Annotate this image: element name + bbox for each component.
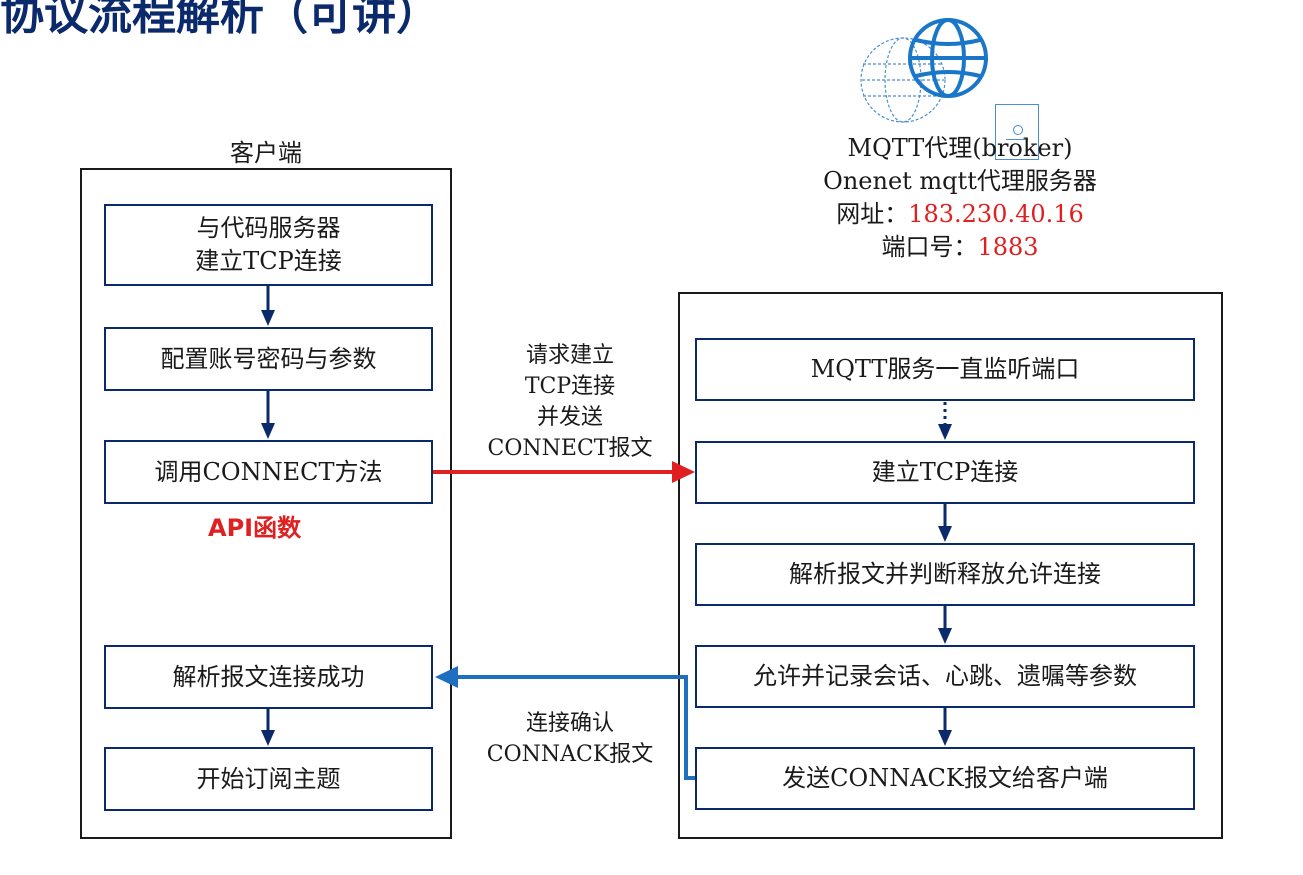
broker-step-label: 解析报文并判断释放允许连接 [789,560,1101,588]
api-function-label: API函数 [208,514,302,542]
broker-step-label: 建立TCP连接 [871,458,1019,486]
broker-step-parse: 解析报文并判断释放允许连接 [695,543,1195,606]
port-label: 端口号： [881,233,978,261]
port-value: 1883 [977,233,1039,261]
connect-request-arrow [433,461,695,483]
request-line: CONNECT报文 [487,436,653,461]
broker-step-label: 允许并记录会话、心跳、遗嘱等参数 [753,662,1137,690]
broker-port: 端口号：1883 [760,231,1160,264]
client-step-label: 开始订阅主题 [196,764,341,793]
client-step-subscribe: 开始订阅主题 [104,747,433,811]
client-step-call-connect: 调用CONNECT方法 [104,440,433,504]
broker-step-send-connack: 发送CONNACK报文给客户端 [695,747,1195,810]
address-value: 183.230.40.16 [908,200,1084,228]
server-icon [995,104,1039,160]
broker-server-name: Onenet mqtt代理服务器 [823,167,1097,195]
address-label: 网址： [836,200,909,228]
ack-line: CONNACK报文 [486,742,654,767]
client-step-label: 配置账号密码与参数 [160,344,377,373]
broker-step-label: 发送CONNACK报文给客户端 [782,764,1108,792]
broker-step-tcp: 建立TCP连接 [695,441,1195,504]
client-caption: 客户端 [230,139,302,167]
broker-address: 网址：183.230.40.16 [760,198,1160,231]
broker-name: MQTT代理(broker) [847,134,1073,162]
request-line: 请求建立 [525,343,614,368]
client-step-line: 建立TCP连接 [195,247,342,275]
request-line: 并发送 [536,405,603,430]
ack-message-label: 连接确认 CONNACK报文 [480,708,660,770]
client-step-line: 与代码服务器 [196,214,341,242]
client-step-label: 解析报文连接成功 [172,662,365,691]
broker-step-listen: MQTT服务一直监听端口 [695,338,1195,401]
globe-icon [858,12,993,132]
broker-step-record: 允许并记录会话、心跳、遗嘱等参数 [695,645,1195,708]
client-step-connect-server: 与代码服务器 建立TCP连接 [104,204,433,286]
broker-step-label: MQTT服务一直监听端口 [810,355,1080,383]
broker-caption: MQTT代理(broker) Onenet mqtt代理服务器 网址：183.2… [760,132,1160,264]
request-message-label: 请求建立 TCP连接 并发送 CONNECT报文 [480,340,660,464]
ack-line: 连接确认 [525,711,614,736]
request-line: TCP连接 [524,374,616,399]
client-step-parse-success: 解析报文连接成功 [104,645,433,709]
page-title: 协议流程解析（可讲） [0,0,440,40]
client-step-label: 调用CONNECT方法 [154,457,383,486]
client-step-configure: 配置账号密码与参数 [104,327,433,391]
